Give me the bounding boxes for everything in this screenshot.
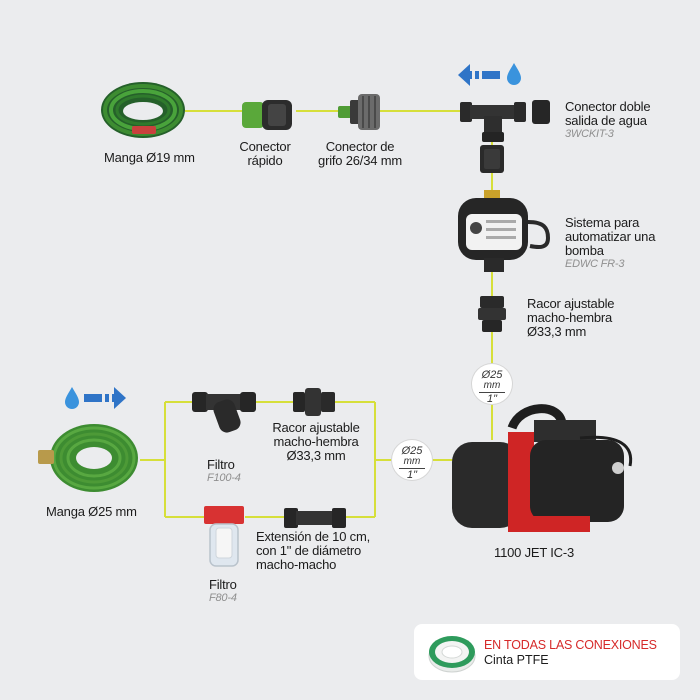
- double-outlet-code: 3WCKIT-3: [565, 128, 614, 140]
- tap-connector-label: Conector de grifo 26/34 mm: [312, 140, 408, 168]
- fitting-top-label: Racor ajustable macho-hembra Ø33,3 mm: [527, 297, 637, 339]
- hose-coil-icon: [101, 82, 185, 138]
- extension-label: Extensión de 10 cm, con 1" de diámetro m…: [256, 530, 386, 572]
- tap-connector-icon: [338, 94, 380, 130]
- badge-inch: 1": [406, 469, 418, 481]
- badge-divider: [399, 468, 425, 469]
- fitting-mid-label: Racor ajustable macho-hembra Ø33,3 mm: [264, 421, 368, 463]
- pipe-size-badge: Ø25 mm 1": [392, 440, 432, 481]
- double-outlet-label: Conector doble salida de agua 3WCKIT-3: [565, 99, 673, 141]
- hose-19-name: Manga Ø19 mm: [104, 150, 195, 165]
- filter-f100-code: F100-4: [207, 472, 241, 484]
- filter-f80-label: Filtro F80-4: [209, 577, 237, 605]
- extension-name: Extensión de 10 cm, con 1" de diámetro m…: [256, 529, 370, 572]
- water-drop-icon: [507, 63, 521, 85]
- flow-arrow-icon: [458, 63, 521, 86]
- badge-unit: mm: [483, 380, 501, 391]
- fitting-top-name: Racor ajustable macho-hembra Ø33,3 mm: [527, 296, 615, 339]
- jet-pump-icon: [452, 404, 633, 532]
- quick-connector-name: Conector rápido: [239, 139, 291, 168]
- pump-label: 1100 JET IC-3: [494, 546, 574, 560]
- badge-divider: [479, 392, 505, 393]
- automation-name: Sistema para automatizar una bomba: [565, 215, 656, 258]
- hose-19-label: Manga Ø19 mm: [104, 151, 195, 165]
- ptfe-note: EN TODAS LAS CONEXIONES Cinta PTFE: [414, 624, 680, 680]
- tee-connector-icon: [460, 100, 550, 142]
- ptfe-note-subtitle: Cinta PTFE: [484, 653, 549, 667]
- double-outlet-name: Conector doble salida de agua: [565, 99, 651, 128]
- badge-diameter: Ø25: [481, 369, 503, 381]
- badge-inch: 1": [486, 393, 498, 405]
- flow-arrow-icon: [65, 387, 126, 409]
- water-drop-icon: [65, 387, 79, 409]
- hose-25-label: Manga Ø25 mm: [46, 505, 137, 519]
- filter-f100-name: Filtro: [207, 457, 235, 472]
- ptfe-note-title: EN TODAS LAS CONEXIONES: [484, 638, 657, 652]
- pipe-size-badge: Ø25 mm 1": [472, 364, 512, 405]
- quick-connector-label: Conector rápido: [234, 140, 296, 168]
- pressure-controller-icon: [458, 190, 551, 272]
- filter-f80-code: F80-4: [209, 592, 237, 604]
- fitting-icon: [478, 296, 506, 332]
- clear-filter-icon: [204, 506, 244, 567]
- fitting-mid-name: Racor ajustable macho-hembra Ø33,3 mm: [272, 420, 360, 463]
- hose-25-name: Manga Ø25 mm: [46, 504, 137, 519]
- quick-connector-icon: [242, 100, 292, 130]
- fitting-icon: [293, 388, 335, 416]
- automation-code: EDWC FR-3: [565, 258, 625, 270]
- badge-unit: mm: [403, 456, 421, 467]
- extension-pipe-icon: [284, 508, 346, 528]
- filter-icon: [192, 392, 256, 433]
- badge-diameter: Ø25: [401, 445, 423, 457]
- pump-name: 1100 JET IC-3: [494, 545, 575, 560]
- ptfe-tape-icon: [428, 636, 476, 673]
- filter-f80-name: Filtro: [209, 577, 237, 592]
- fitting-icon: [480, 145, 504, 173]
- filter-f100-label: Filtro F100-4: [207, 457, 241, 485]
- automation-label: Sistema para automatizar una bomba EDWC …: [565, 215, 695, 271]
- tap-connector-name: Conector de grifo 26/34 mm: [318, 139, 402, 168]
- hose-coil-icon: [38, 424, 138, 492]
